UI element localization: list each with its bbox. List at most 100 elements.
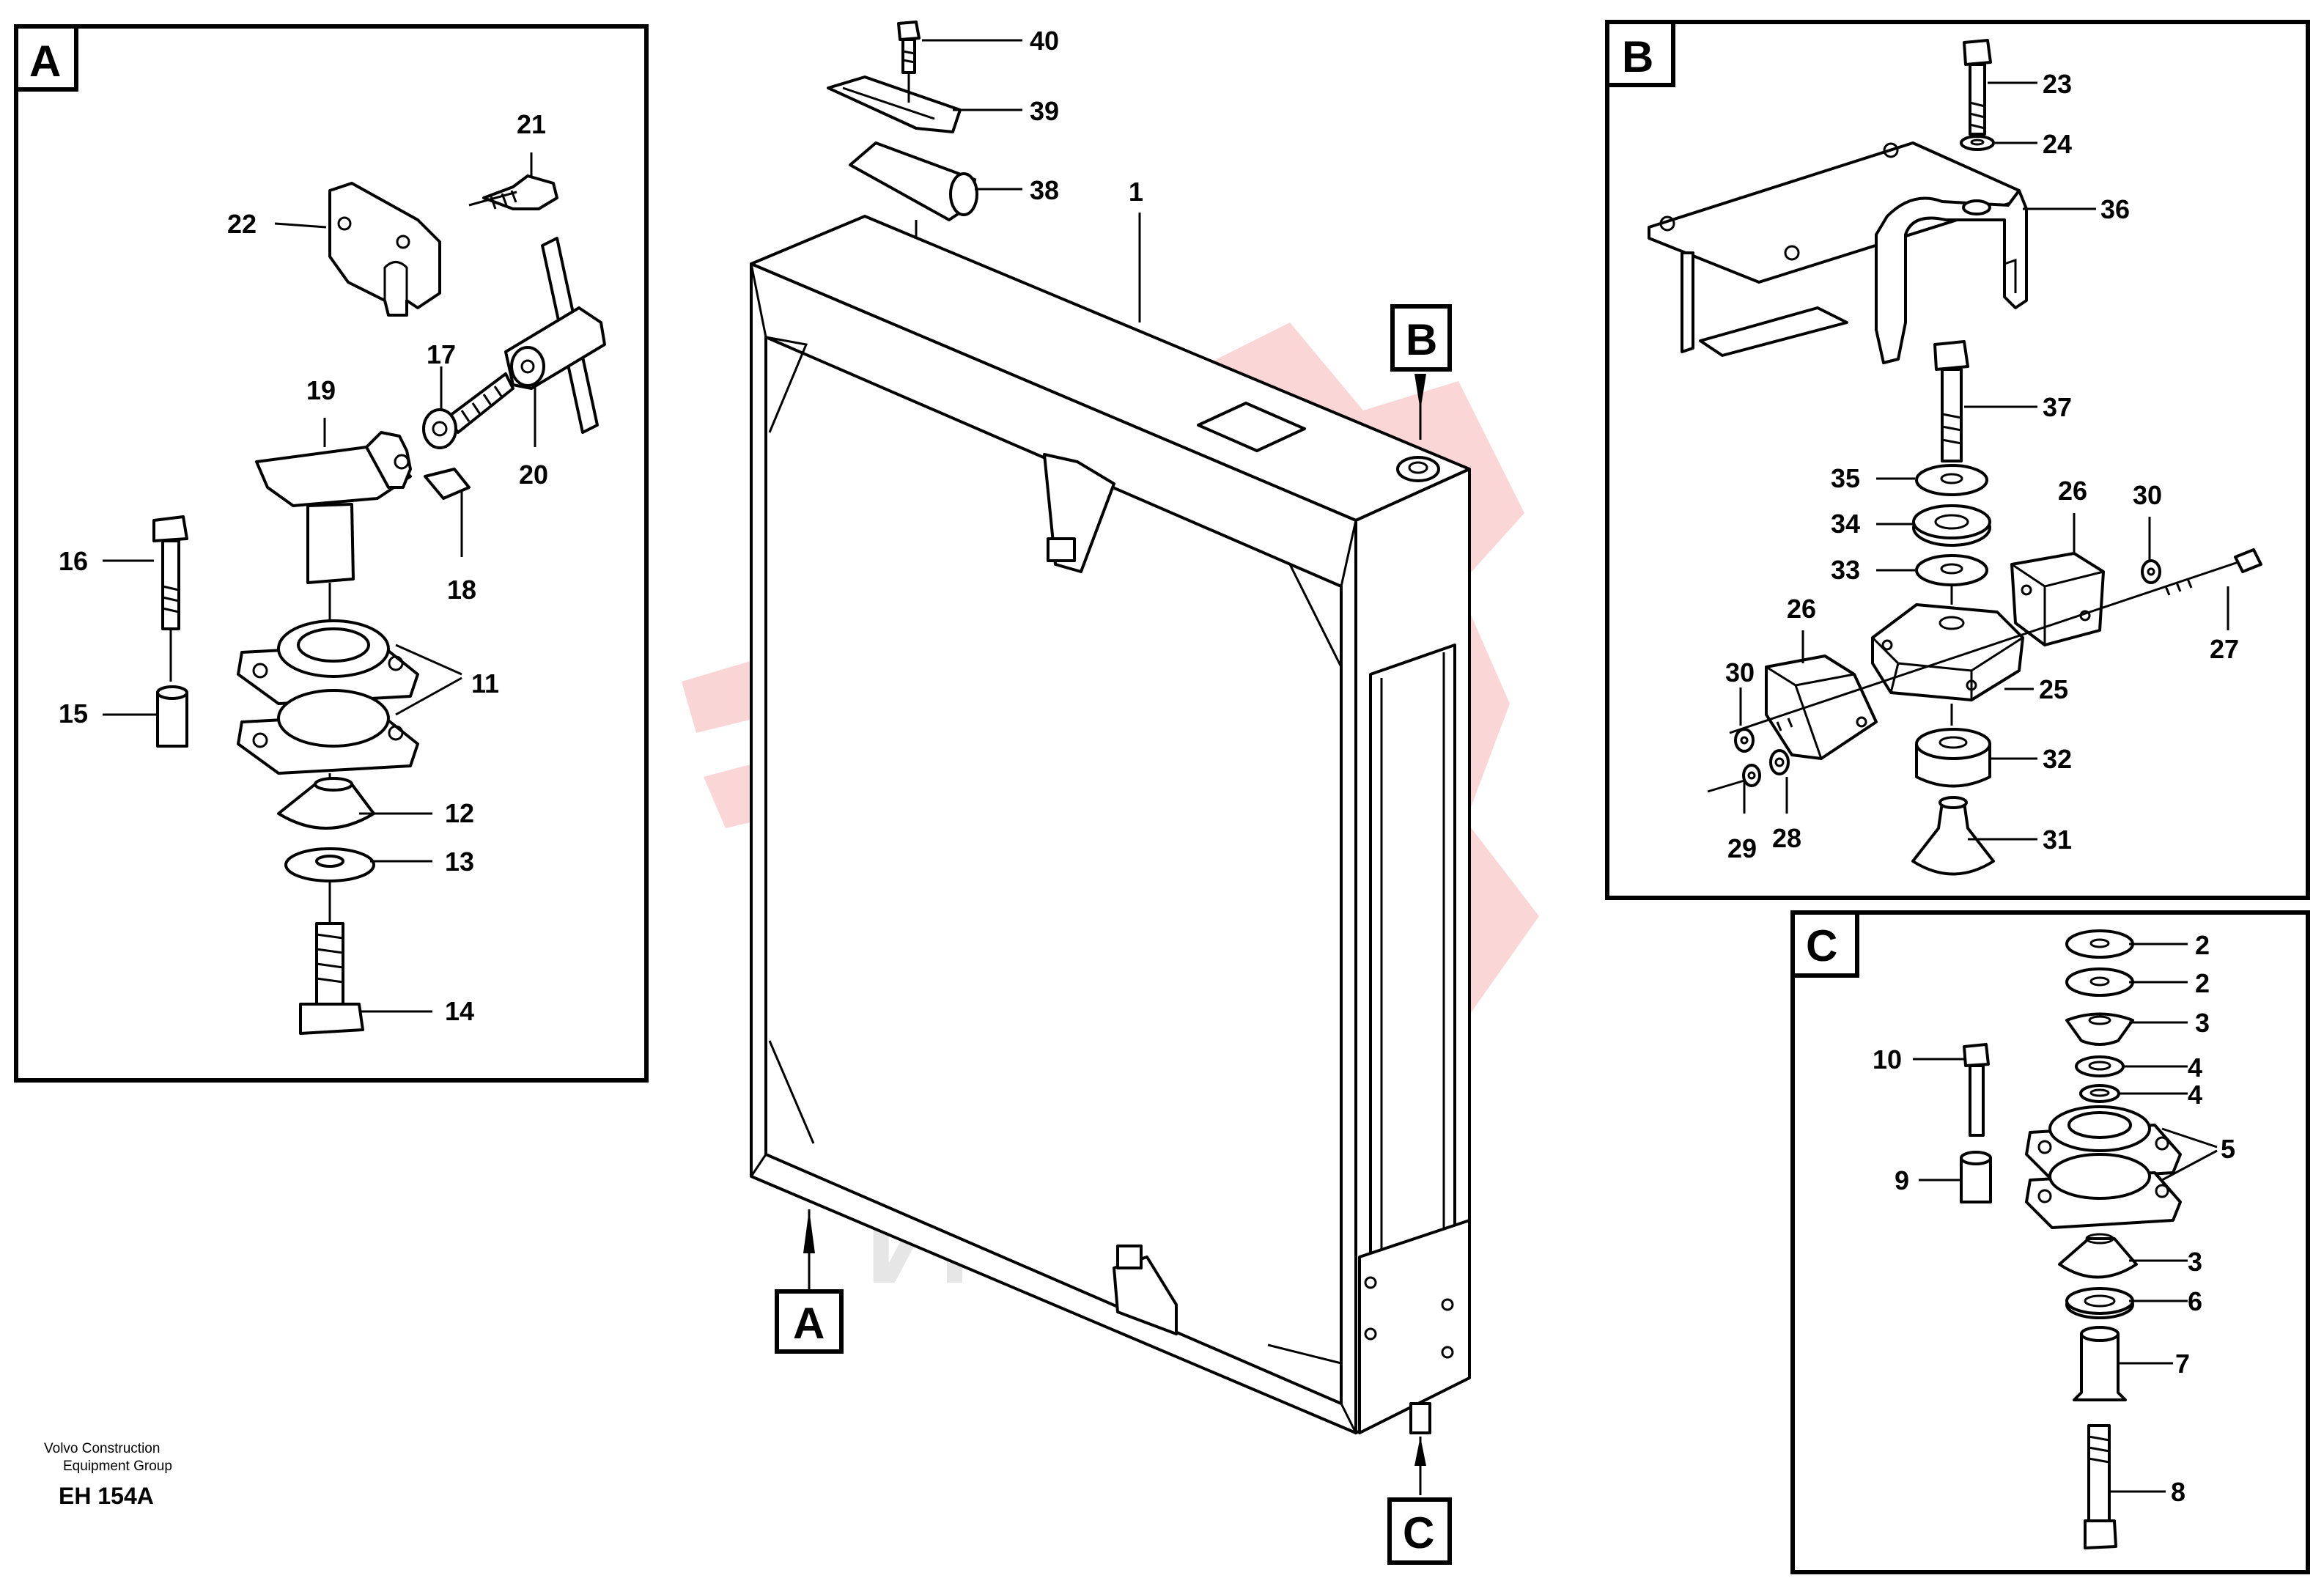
panel-a: A — [14, 24, 649, 1083]
part-label-29: 29 — [1727, 833, 1757, 863]
panel-b-leaders — [1707, 81, 2229, 841]
part-12-cone — [277, 777, 375, 830]
part-label-30-left: 30 — [1725, 657, 1755, 687]
svg-text:B: B — [1406, 315, 1437, 364]
part-3-cone-bottom — [2058, 1233, 2138, 1279]
part-19-body — [255, 431, 471, 584]
panel-b: B — [1605, 20, 2310, 900]
part-30-nut-right — [2141, 559, 2161, 584]
drawing-code: EH 154A — [59, 1483, 154, 1509]
panel-c-frame — [1790, 910, 2310, 1574]
part-label-6: 6 — [2188, 1286, 2202, 1316]
callout-tag-c: C — [1387, 1497, 1452, 1565]
panel-c: C — [1790, 910, 2310, 1574]
part-label-31: 31 — [2043, 825, 2072, 855]
part-2-washer-bottom — [2065, 967, 2134, 997]
panel-a-frame — [14, 24, 649, 1083]
part-label-10: 10 — [1873, 1044, 1902, 1074]
part-label-24: 24 — [2043, 129, 2072, 159]
part-15-sleeve — [156, 685, 188, 748]
part-25-block — [1871, 603, 2024, 701]
panel-b-tag: B — [1622, 32, 1653, 81]
part-label-37: 37 — [2043, 392, 2072, 422]
part-16-bolt — [152, 515, 188, 630]
part-34-bushing — [1912, 504, 1991, 547]
part-label-33: 33 — [1831, 555, 1860, 585]
part-label-2-top: 2 — [2195, 930, 2210, 960]
part-5-mounts — [2025, 1105, 2182, 1229]
part-label-34: 34 — [1831, 509, 1860, 539]
svg-text:A: A — [793, 1299, 825, 1348]
part-label-30-right: 30 — [2133, 480, 2162, 510]
part-32-bushing — [1915, 728, 1991, 788]
panel-c-leaders — [1913, 943, 2218, 1493]
panel-b-tag-box — [1605, 20, 1675, 87]
panel-a-tag: A — [29, 37, 61, 86]
part-26-left-block — [1765, 655, 1878, 760]
panel-c-tag-box — [1790, 910, 1859, 978]
part-40-bolt — [897, 21, 921, 74]
part-4-ring-top — [2075, 1055, 2125, 1077]
part-7-sleeve — [2073, 1326, 2127, 1401]
part-13-washer — [284, 847, 375, 882]
part-label-26-left: 26 — [1787, 594, 1816, 624]
part-24-washer — [1960, 135, 1995, 151]
part-label-28: 28 — [1772, 823, 1801, 853]
part-label-12: 12 — [445, 798, 474, 828]
company-line-2: Equipment Group — [63, 1459, 172, 1474]
panel-c-labels: 2 2 3 3 4 4 5 6 7 8 9 10 — [1873, 930, 2235, 1507]
part-label-4-bottom: 4 — [2188, 1080, 2202, 1110]
part-label-26-right: 26 — [2058, 476, 2087, 506]
panel-b-labels: 23 24 25 26 26 27 28 29 30 30 31 32 33 3… — [1725, 69, 2239, 863]
part-label-7: 7 — [2175, 1349, 2190, 1379]
part-label-39: 39 — [1030, 96, 1059, 126]
part-37-bolt — [1933, 340, 1969, 462]
part-14-bolt — [299, 922, 364, 1035]
part-label-22: 22 — [227, 209, 257, 239]
part-label-14: 14 — [445, 996, 474, 1026]
part-label-16: 16 — [59, 546, 88, 576]
part-3-cup-top — [2065, 1012, 2134, 1046]
part-label-5: 5 — [2221, 1134, 2235, 1164]
part-label-11: 11 — [471, 668, 499, 698]
part-label-17: 17 — [427, 339, 456, 369]
part-label-8: 8 — [2171, 1477, 2185, 1507]
panel-a-leaders — [103, 152, 536, 1013]
part-label-40: 40 — [1030, 26, 1059, 56]
part-label-1: 1 — [1129, 177, 1143, 207]
part-2-washer-top — [2065, 929, 2134, 959]
main-labels: 1 38 39 40 — [1030, 26, 1143, 207]
part-label-38: 38 — [1030, 175, 1059, 205]
part-label-15: 15 — [59, 698, 88, 729]
part-label-21: 21 — [517, 109, 546, 139]
part-29-washer — [1742, 764, 1761, 787]
part-17-rod — [422, 372, 514, 449]
part-label-20: 20 — [519, 460, 548, 490]
company-line-1: Volvo Construction — [44, 1441, 160, 1456]
part-20-t-handle — [504, 237, 606, 434]
part-label-27: 27 — [2210, 634, 2239, 664]
part-39-clip — [827, 75, 962, 133]
part-21-bolt — [468, 174, 558, 210]
part-label-18: 18 — [447, 575, 476, 605]
part-26-right-block — [2010, 552, 2105, 646]
part-23-bolt — [1963, 39, 1992, 136]
part-30-nut-left — [1734, 728, 1755, 753]
part-label-35: 35 — [1831, 463, 1860, 493]
part-8-bolt — [2084, 1424, 2117, 1549]
svg-text:C: C — [1403, 1508, 1434, 1557]
part-27-long-bolt — [1729, 548, 2262, 734]
panel-b-frame — [1605, 20, 2310, 900]
part-36-bracket — [1648, 141, 2028, 364]
panel-a-tag-box — [14, 24, 78, 92]
part-label-9: 9 — [1895, 1165, 1909, 1195]
part-10-bolt — [1963, 1043, 1990, 1137]
footer: Volvo Construction Equipment Group EH 15… — [44, 1441, 172, 1509]
callout-tag-b: B — [1390, 304, 1452, 372]
part-38-pad — [849, 141, 978, 221]
part-9-sleeve — [1960, 1151, 1992, 1203]
part-22-block — [328, 182, 441, 317]
part-label-4-top: 4 — [2188, 1052, 2202, 1083]
panel-c-tag: C — [1806, 921, 1837, 970]
